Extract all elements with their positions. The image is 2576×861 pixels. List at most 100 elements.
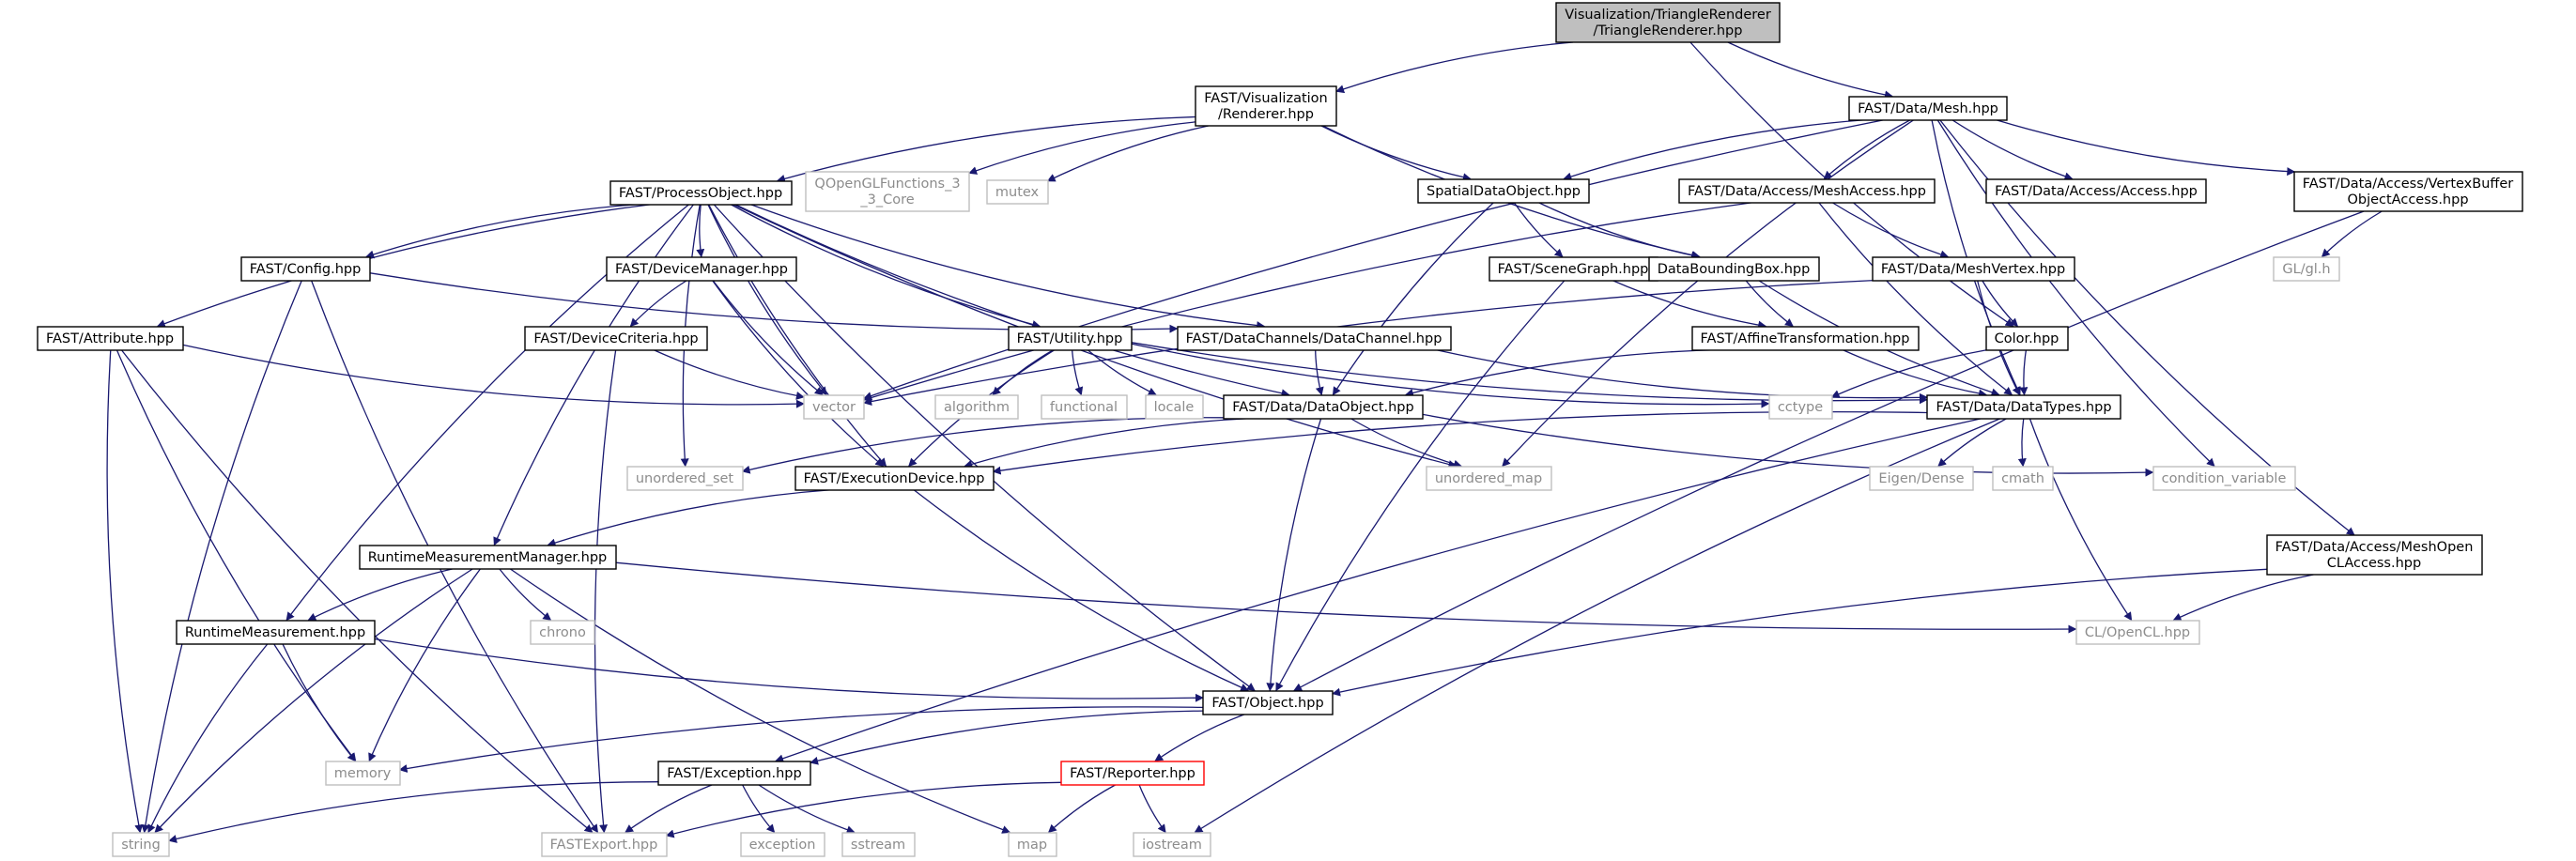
node-box: [2293, 171, 2523, 212]
node-access[interactable]: FAST/Data/Access/Access.hpp: [1985, 178, 2207, 204]
node-label: FAST/DataChannels/DataChannel.hpp: [1186, 331, 1442, 346]
node-box: [606, 256, 797, 282]
node-label: Color.hpp: [1995, 331, 2059, 346]
node-attribute[interactable]: FAST/Attribute.hpp: [37, 326, 184, 351]
edge-utility-to-cctype: [1131, 343, 1770, 408]
node-databbox[interactable]: DataBoundingBox.hpp: [1648, 256, 1820, 282]
node-algorithm: algorithm: [934, 394, 1019, 420]
node-label: vector: [812, 400, 856, 415]
edge-color-to-cctype: [1830, 348, 1988, 398]
node-label: CLAccess.hpp: [2327, 556, 2421, 571]
edge-object-to-memory: [398, 706, 1204, 773]
node-utility[interactable]: FAST/Utility.hpp: [1008, 326, 1133, 351]
edge-processobject-to-unordered_map: [733, 203, 1458, 469]
node-renderer[interactable]: FAST/Visualization/Renderer.hpp: [1195, 85, 1337, 127]
node-box: [1145, 394, 1204, 420]
edge-rm-to-object: [374, 638, 1204, 702]
node-box: [1985, 326, 2069, 351]
node-dataobject[interactable]: FAST/Data/DataObject.hpp: [1223, 394, 1424, 420]
edge-mesh-to-condvar: [1936, 119, 2215, 468]
edge-mesh-to-meshaccess: [1823, 118, 1911, 180]
node-label: FAST/Data/MeshVertex.hpp: [1881, 262, 2065, 277]
node-box: [657, 761, 811, 786]
node-datachannel[interactable]: FAST/DataChannels/DataChannel.hpp: [1177, 326, 1452, 351]
node-label: functional: [1050, 400, 1118, 415]
node-label: /Renderer.hpp: [1218, 107, 1314, 122]
edge-devicecriteria-to-vector: [653, 348, 805, 400]
node-box: [1060, 761, 1205, 786]
edge-object-to-exception_hpp: [810, 710, 1204, 765]
node-object[interactable]: FAST/Object.hpp: [1202, 690, 1334, 715]
edge-rmm-to-string: [154, 567, 474, 834]
edge-dataobject-to-object: [1266, 418, 1322, 692]
edge-exception_hpp-to-exception: [741, 784, 776, 834]
node-label: ObjectAccess.hpp: [2347, 192, 2468, 208]
edge-meshaccess-to-vector: [863, 201, 1754, 402]
edge-processobject-to-dataobject: [734, 203, 1290, 398]
node-label: unordered_set: [636, 471, 734, 486]
node-exception: exception: [740, 832, 825, 857]
node-meshvertex[interactable]: FAST/Data/MeshVertex.hpp: [1872, 256, 2075, 282]
node-box: [1177, 326, 1452, 351]
node-spatialdataobject[interactable]: SpatialDataObject.hpp: [1417, 178, 1590, 204]
node-root[interactable]: Visualization/TriangleRenderer/TriangleR…: [1555, 2, 1781, 43]
node-box: [1869, 466, 1974, 491]
node-map: map: [1008, 832, 1057, 857]
edge-root-to-renderer: [1335, 41, 1574, 94]
node-chrono: chrono: [530, 620, 595, 645]
node-config[interactable]: FAST/Config.hpp: [240, 256, 371, 282]
node-box: [841, 832, 916, 857]
node-label: CL/OpenCL.hpp: [2085, 625, 2190, 640]
node-label: algorithm: [944, 400, 1010, 415]
edge-vbo-to-glh: [2321, 210, 2383, 258]
node-box: [1426, 466, 1552, 491]
node-label: FAST/Config.hpp: [250, 262, 362, 277]
node-box: [1691, 326, 1920, 351]
node-box: [740, 832, 825, 857]
node-executiondevice[interactable]: FAST/ExecutionDevice.hpp: [794, 466, 995, 491]
node-color[interactable]: Color.hpp: [1985, 326, 2069, 351]
node-devicecriteria[interactable]: FAST/DeviceCriteria.hpp: [524, 326, 708, 351]
node-label: FAST/Attribute.hpp: [46, 331, 174, 346]
edge-executiondevice-to-rmm: [547, 488, 834, 547]
node-box: [2266, 534, 2483, 576]
node-label: FAST/AffineTransformation.hpp: [1701, 331, 1910, 346]
node-scenegraph[interactable]: FAST/SceneGraph.hpp: [1489, 256, 1658, 282]
edge-dataobject-to-condvar: [1422, 413, 2154, 477]
node-box: [1008, 832, 1057, 857]
node-rmm[interactable]: RuntimeMeasurementManager.hpp: [359, 545, 617, 570]
node-box: [2273, 256, 2340, 282]
node-box: [1768, 394, 1833, 420]
node-vbo[interactable]: FAST/Data/Access/VertexBufferObjectAcces…: [2293, 171, 2523, 212]
edge-utility-to-functional: [1071, 349, 1084, 396]
node-affine[interactable]: FAST/AffineTransformation.hpp: [1691, 326, 1920, 351]
node-box: [2075, 620, 2200, 645]
edge-config-to-string: [141, 280, 302, 834]
node-box: [1872, 256, 2075, 282]
node-processobject[interactable]: FAST/ProcessObject.hpp: [609, 180, 793, 206]
node-datatypes[interactable]: FAST/Data/DataTypes.hpp: [1926, 394, 2121, 420]
edge-attribute-to-fastexport: [120, 349, 594, 834]
node-opencl: CL/OpenCL.hpp: [2075, 620, 2200, 645]
edge-databbox-to-affine: [1745, 280, 1794, 328]
edge-dataobject-to-executiondevice: [964, 417, 1253, 469]
edge-dataobject-to-unordered_set: [741, 417, 1225, 474]
node-rm[interactable]: RuntimeMeasurement.hpp: [176, 620, 376, 645]
edge-processobject-to-attribute: [156, 203, 654, 328]
node-reporter[interactable]: FAST/Reporter.hpp: [1060, 761, 1205, 786]
edge-dataobject-to-unordered_map: [1350, 417, 1462, 469]
node-mesh[interactable]: FAST/Data/Mesh.hpp: [1848, 96, 2008, 121]
node-exception_hpp[interactable]: FAST/Exception.hpp: [657, 761, 811, 786]
node-label: FAST/Visualization: [1204, 91, 1327, 106]
node-label: /TriangleRenderer.hpp: [1594, 23, 1743, 38]
edge-processobject-to-datachannel: [749, 203, 1266, 331]
node-devicemanager[interactable]: FAST/DeviceManager.hpp: [606, 256, 797, 282]
edge-devicemanager-to-devicecriteria: [629, 279, 687, 328]
node-label: Eigen/Dense: [1878, 471, 1964, 486]
edge-exception_hpp-to-fastexport: [625, 783, 714, 834]
nodes-layer: Visualization/TriangleRenderer/TriangleR…: [37, 2, 2523, 857]
node-label: cctype: [1778, 400, 1823, 415]
edge-processobject-to-rmm: [493, 204, 695, 546]
node-meshaccess[interactable]: FAST/Data/Access/MeshAccess.hpp: [1678, 178, 1936, 204]
